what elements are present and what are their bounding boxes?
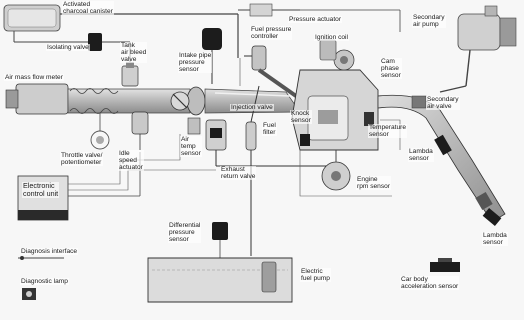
car-body-acceleration-sensor — [430, 258, 460, 272]
label-ecu: Electronic control unit — [22, 182, 59, 198]
label-lambda-sensor-1: Lambda sensor — [408, 148, 434, 162]
label-secondary-air-pump: Secondary air pump — [412, 14, 446, 28]
idle-speed-actuator — [91, 113, 109, 149]
label-temperature-sensor: Temperature sensor — [368, 124, 407, 138]
label-egr-valve: Exhaust return valve — [220, 166, 256, 180]
diagnosis-interface-cable — [18, 256, 64, 260]
diagnostic-lamp — [22, 288, 36, 300]
differential-pressure-sensor — [212, 222, 228, 258]
label-electric-fuel-pump: Electric fuel pump — [300, 268, 331, 282]
knock-sensor — [300, 134, 310, 146]
fuel-tank — [148, 258, 292, 302]
fuel-rail — [244, 46, 296, 96]
label-diagnosis-interface: Diagnosis interface — [20, 248, 78, 255]
label-intake-pipe-sensor: Intake pipe pressure sensor — [178, 52, 212, 73]
label-throttle-valve: Throttle valve/ potentiometer — [60, 152, 103, 166]
label-isolating-valve: Isolating valve — [46, 44, 90, 51]
label-fuel-pressure-controller: Fuel pressure controller — [250, 26, 292, 40]
label-engine-rpm-sensor: Engine rpm sensor — [356, 176, 391, 190]
label-pressure-actuator: Pressure actuator — [288, 16, 342, 23]
label-diagnostic-lamp: Diagnostic lamp — [20, 278, 69, 285]
label-fuel-filter: Fuel filter — [262, 122, 277, 136]
label-lambda-sensor-2: Lambda sensor — [482, 232, 508, 246]
secondary-air-pump — [440, 6, 516, 92]
label-ignition-coil: Ignition coil — [314, 34, 349, 41]
exhaust-system — [378, 95, 505, 226]
air-temperature-sensor — [188, 118, 200, 134]
label-activated-charcoal: Activated charcoal canister — [62, 1, 114, 15]
label-injection-valve: Injection valve — [230, 104, 274, 111]
label-knock-sensor: Knock sensor — [290, 110, 312, 124]
label-air-temp-sensor: Air temp sensor — [180, 136, 202, 157]
label-car-body-accel-sensor: Car body acceleration sensor — [400, 276, 459, 290]
label-differential-pressure: Differential pressure sensor — [168, 222, 201, 243]
label-idle-speed-actuator: Idle speed actuator — [118, 150, 144, 171]
label-tank-air-bleed-valve: Tank air bleed valve — [120, 42, 147, 63]
isolating-valve — [14, 31, 130, 78]
label-secondary-air-valve: Secondary air valve — [426, 96, 460, 110]
label-cam-phase-sensor: Cam phase sensor — [380, 58, 402, 79]
tank-air-bleed-valve — [122, 62, 138, 86]
label-air-mass-meter: Air mass flow meter — [4, 74, 64, 81]
